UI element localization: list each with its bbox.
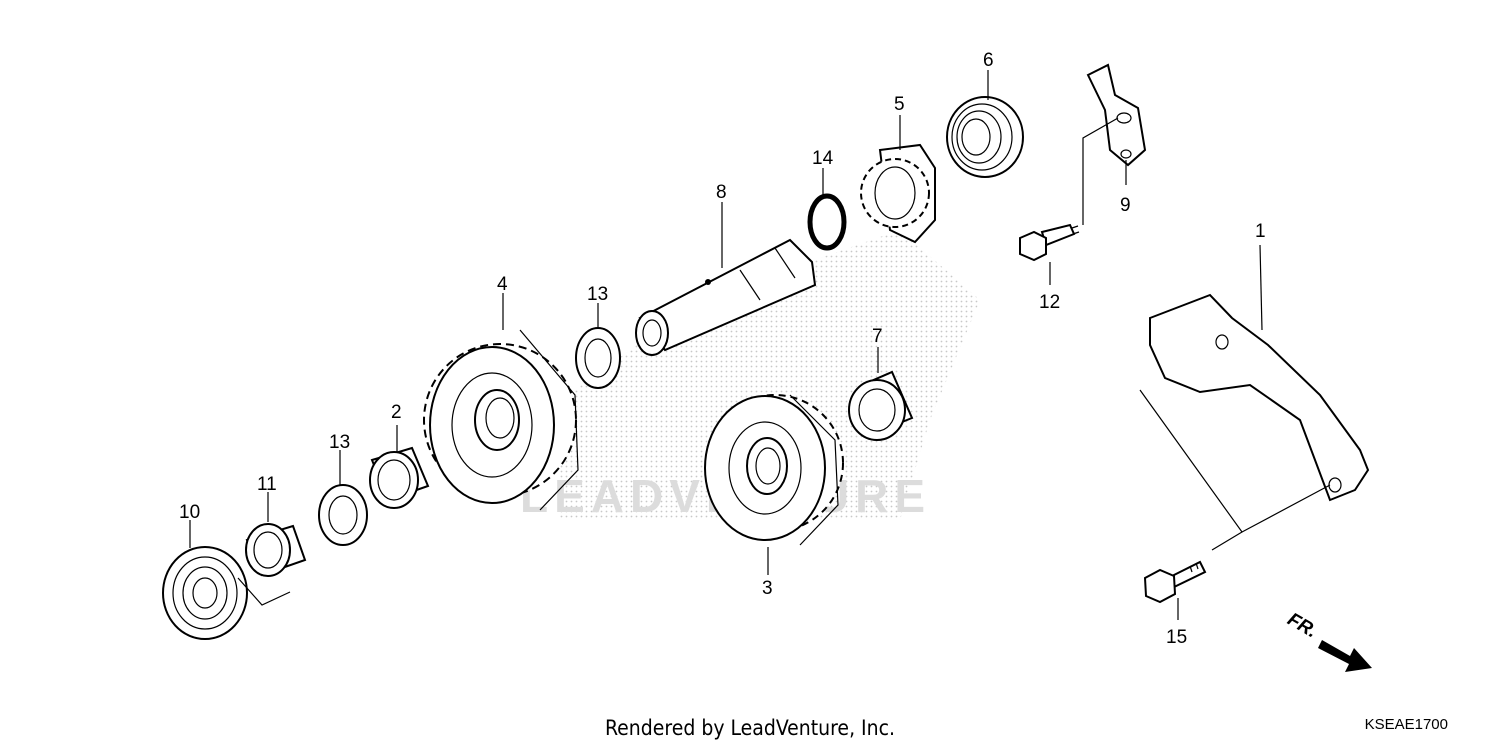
part-2-bushing[interactable]	[369, 446, 430, 509]
footer-credit: Rendered by LeadVenture, Inc.	[605, 716, 895, 740]
leader-lines	[189, 70, 1331, 620]
callout-8: 8	[716, 182, 727, 203]
callout-14: 14	[812, 148, 834, 169]
part-13-washer-left[interactable]	[318, 484, 368, 546]
callout-12: 12	[1039, 292, 1060, 313]
part-9-plate[interactable]	[1086, 63, 1147, 167]
callout-4: 4	[497, 274, 508, 295]
callout-15: 15	[1166, 627, 1187, 648]
diagram-code: KSEAE1700	[1364, 716, 1448, 733]
part-13-washer-mid[interactable]	[575, 327, 621, 389]
callout-11: 11	[257, 474, 277, 495]
part-12-bolt[interactable]	[1019, 223, 1080, 262]
callout-6: 6	[983, 50, 994, 71]
part-6-spring[interactable]	[946, 96, 1024, 178]
callout-labels: 1 2 3 4 5 6 7 8 9 10 11 12 13 13 14 15	[179, 50, 1266, 648]
part-14-circlip[interactable]	[807, 193, 847, 251]
part-10-spring[interactable]	[162, 546, 291, 640]
callout-9: 9	[1120, 195, 1131, 216]
callout-1: 1	[1255, 221, 1266, 242]
part-8-shaft[interactable]	[635, 238, 817, 356]
callout-10: 10	[179, 502, 200, 523]
fr-label: FR.	[1284, 609, 1321, 642]
callout-3: 3	[762, 578, 773, 599]
callout-7: 7	[872, 326, 883, 347]
callout-5: 5	[894, 94, 905, 115]
front-direction-marker: FR.	[1284, 609, 1372, 672]
arrow-icon	[1318, 640, 1372, 672]
part-5-ratchet[interactable]	[860, 143, 936, 244]
part-4-gear[interactable]	[423, 329, 579, 511]
callout-13-left: 13	[329, 432, 350, 453]
part-11-collar[interactable]	[245, 523, 307, 577]
callout-2: 2	[391, 402, 402, 423]
part-15-bolt[interactable]	[1143, 560, 1207, 604]
part-1-cover[interactable]	[1149, 293, 1370, 502]
callout-13-mid: 13	[587, 284, 608, 305]
part-3-gear[interactable]	[704, 394, 844, 546]
part-7-bushing[interactable]	[848, 370, 914, 441]
